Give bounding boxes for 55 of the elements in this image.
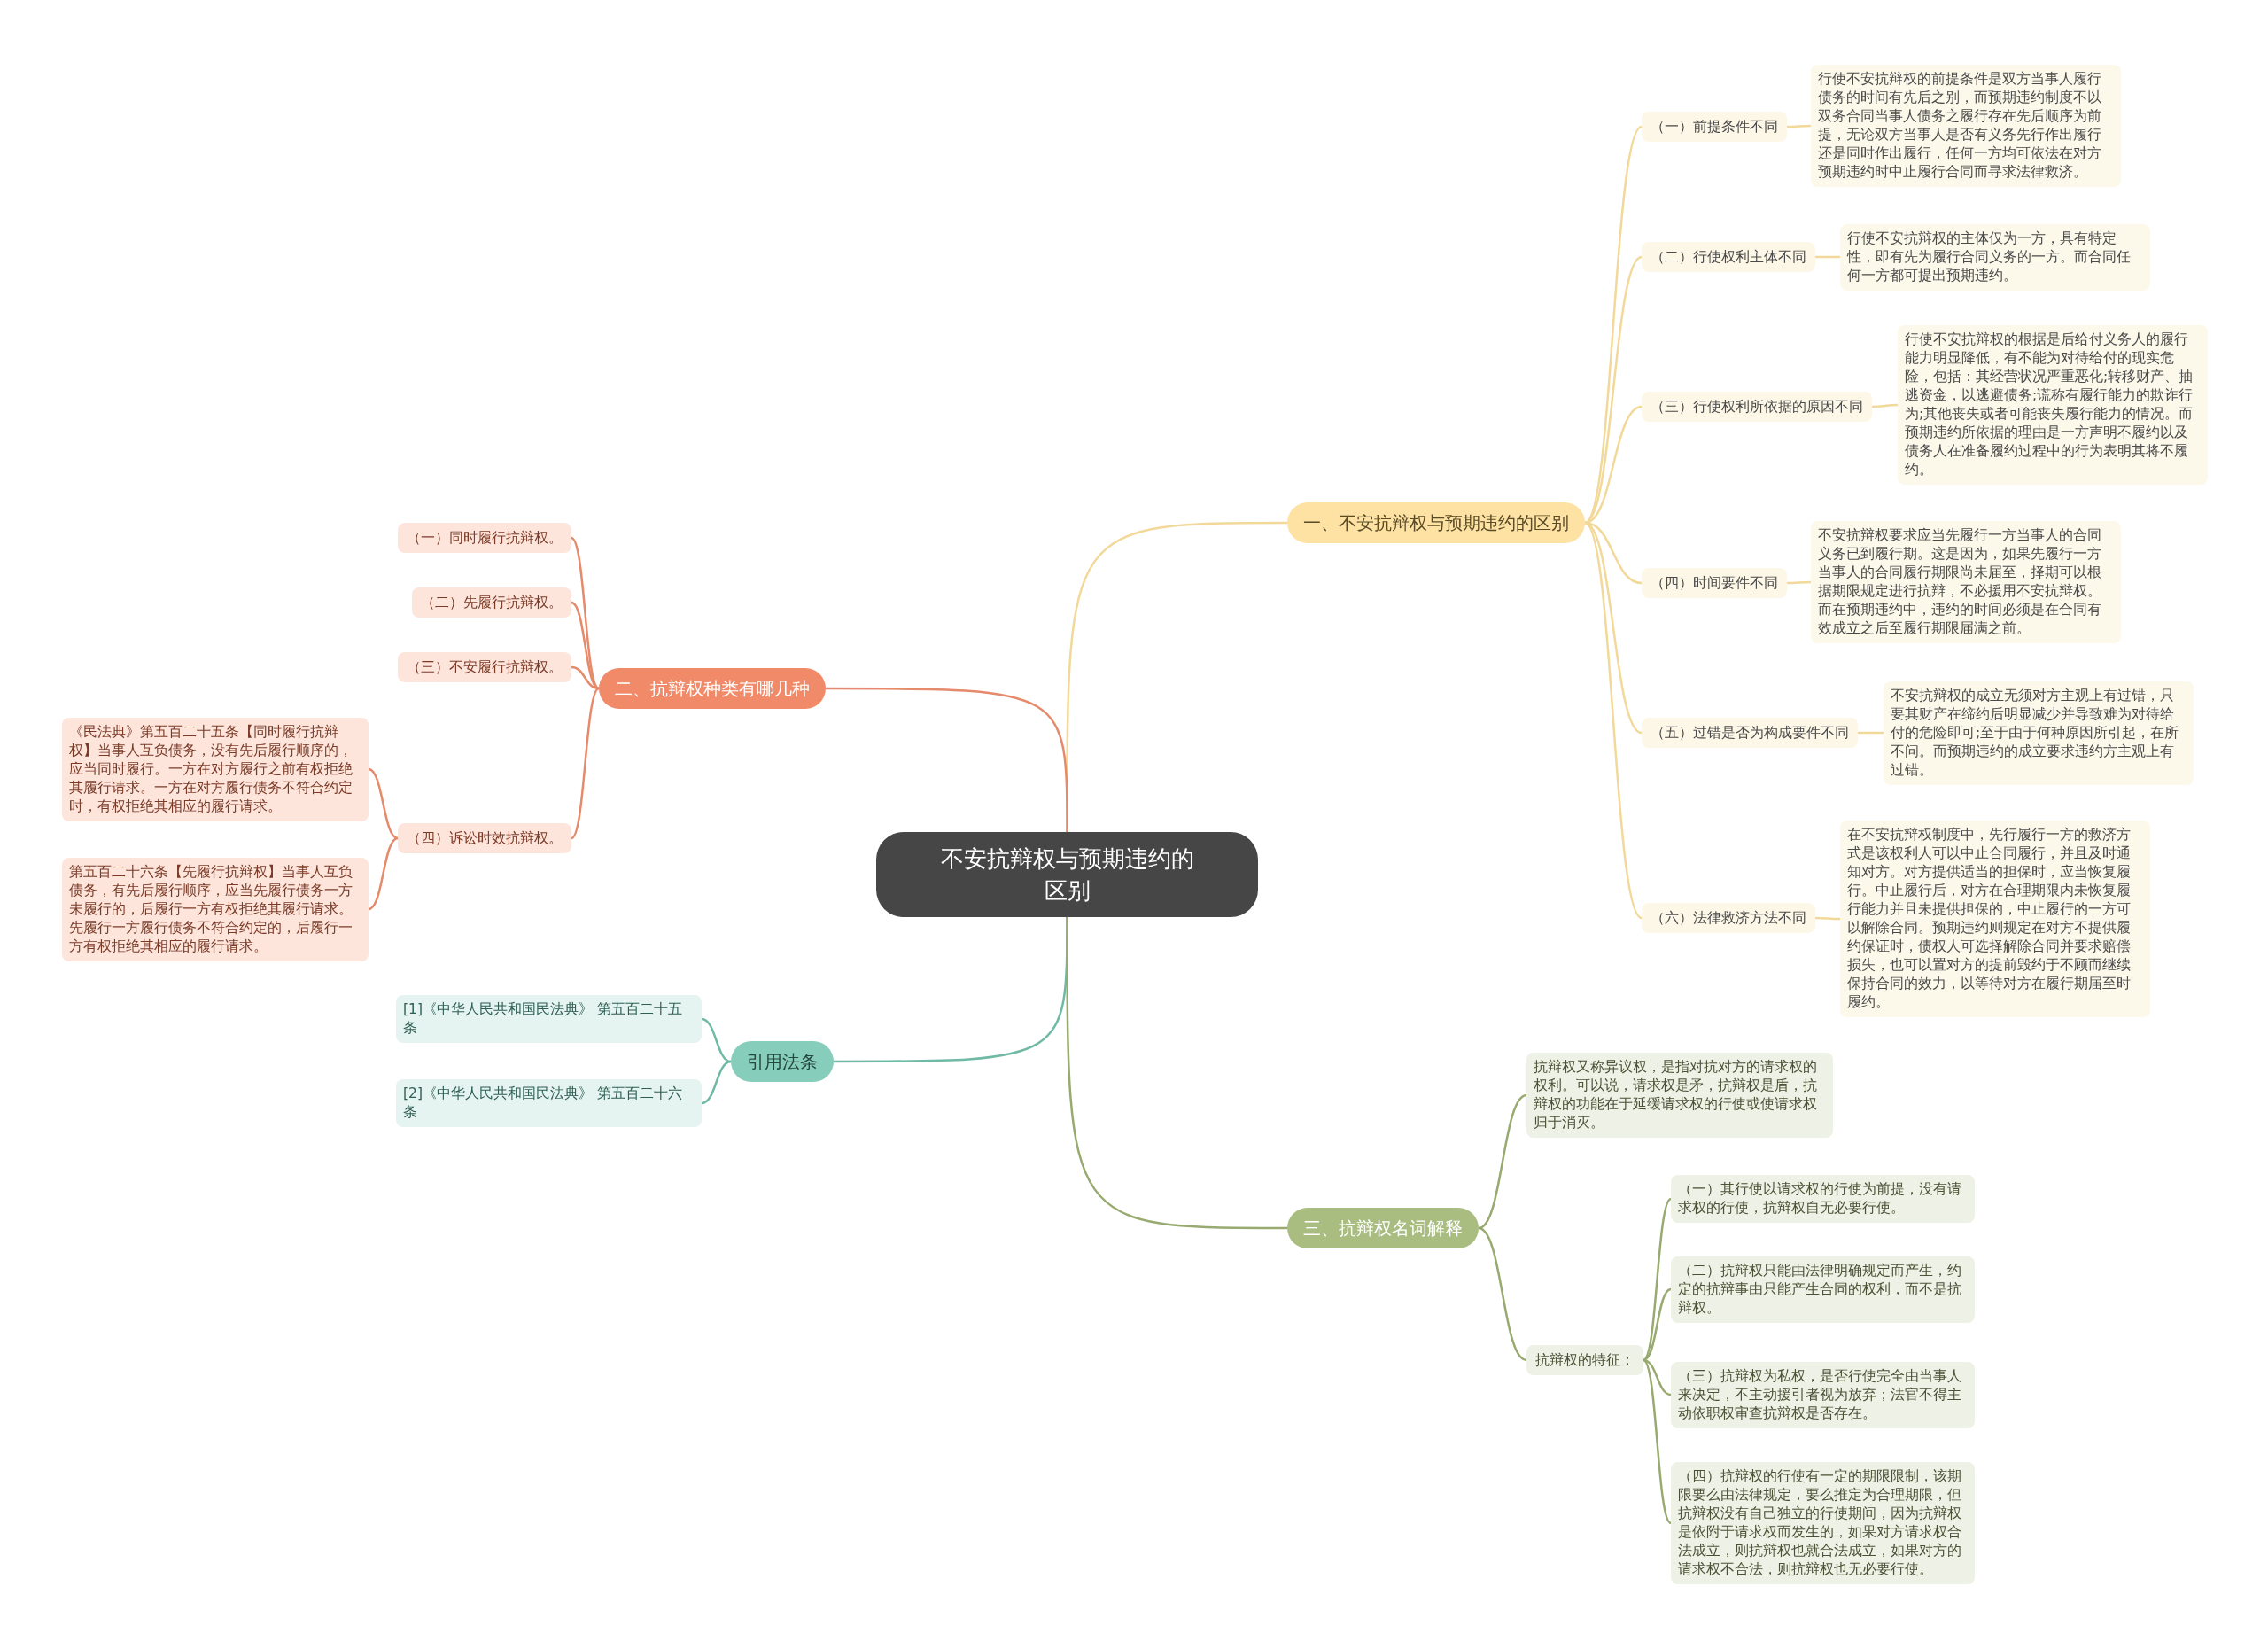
connector-line: [1584, 521, 1643, 735]
connector-line: [1643, 1358, 1672, 1396]
subtopic-label: （四）时间要件不同: [1642, 568, 1787, 598]
detail-note: （四）抗辩权的行使有一定的期限限制，该期限要么由法律规定，要么推定为合理期限，但抗辩权没有自己独立的行使期间，因为抗辩权是依附于请求权而发生的，如果对方请求权合法成立，则抗辩权也就合法成立，如果对方的请求权不合法，则抗辩权也无必要行使。: [1671, 1462, 1975, 1584]
connector-line: [701, 1060, 732, 1105]
subtopic-label: （二）行使权利主体不同: [1642, 242, 1815, 272]
connector-line: [368, 836, 399, 911]
subtopic-label: （二）先履行抗辩权。: [412, 587, 571, 618]
connector-line: [1478, 1093, 1527, 1230]
detail-note: 行使不安抗辩权的前提条件是双方当事人履行债务的时间有先后之别，而预期违约制度不以双务合同当事人债务之履行存在先后顺序为前提，无论双方当事人是否有义务先行作出履行还是同时作出履行，任何一方均可依法在对方预期违约时中止履行合同而寻求法律救济。: [1811, 65, 2121, 187]
citation-note: [1]《中华人民共和国民法典》 第五百二十五条: [396, 995, 702, 1043]
subtopic-label: （五）过错是否为构成要件不同: [1642, 718, 1858, 748]
detail-note: 在不安抗辩权制度中，先行履行一方的救济方式是该权利人可以中止合同履行，并且及时通知对方。对方提供适当的担保时，应当恢复履行。中止履行后，对方在合理期限内未恢复履行能力并且未提供担保的，中止履行的一方可以解除合同。预期违约则规定在对方不提供履约保证时，债权人可选择解除合同并要求赔偿损失，也可以置对方的提前毁约于不顾而继续保持合同的效力，以等待对方在履行期届至时履约。: [1840, 821, 2150, 1017]
subtopic-label: （四）诉讼时效抗辩权。: [398, 823, 571, 853]
detail-note: 不安抗辩权要求应当先履行一方当事人的合同义务已到履行期。这是因为，如果先履行一方当事人的合同履行期限尚未届至，择期可以根据期限规定进行抗辩，不必援用不安抗辩权。而在预期违约中，违约的时间必须是在合同有效成立之后至履行期限届满之前。: [1811, 521, 2121, 643]
detail-note: 抗辩权又称异议权，是指对抗对方的请求权的权利。可以说，请求权是矛，抗辩权是盾，抗辩权的功能在于延缓请求权的行使或使请求权归于消灭。: [1526, 1053, 1833, 1138]
detail-note: 不安抗辩权的成立无须对方主观上有过错，只要其财产在缔约后明显减少并导致难为对待给付的危险即可;至于由于何种原因所引起，在所不问。而预期违约的成立要求违约方主观上有过错。: [1884, 681, 2194, 785]
connector-line: [1787, 124, 1811, 128]
connector-line: [1584, 522, 1643, 919]
citation-note: [2]《中华人民共和国民法典》 第五百二十六条: [396, 1079, 702, 1127]
central-topic: 不安抗辩权与预期违约的区别: [876, 832, 1258, 917]
connector-line: [571, 665, 600, 690]
subtopic-label: （一）同时履行抗辩权。: [398, 523, 571, 553]
detail-note: 行使不安抗辩权的主体仅为一方，具有特定性，即有先为履行合同义务的一方。而合同任何一方都可提出预期违约。: [1840, 223, 2150, 291]
connector-line: [701, 1017, 732, 1063]
connector-line: [1872, 403, 1898, 408]
connector-line: [1066, 917, 1287, 1230]
connector-line: [1787, 580, 1811, 585]
connector-line: [1815, 255, 1840, 259]
branch-topic: 二、抗辩权种类有哪几种: [599, 668, 826, 709]
detail-note: （二）抗辩权只能由法律明确规定而产生，约定的抗辩事由只能产生合同的权利，而不是抗辩权。: [1671, 1256, 1975, 1323]
detail-note: 《民法典》第五百二十五条【同时履行抗辩权】当事人互负债务，没有先后履行顺序的，应当同时履行。一方在对方履行之前有权拒绝其履行请求。一方在对方履行债务不符合约定时，有权拒绝其相应的履行请求。: [62, 717, 369, 821]
connector-line: [1815, 916, 1840, 921]
detail-note: 第五百二十六条【先履行抗辩权】当事人互负债务，有先后履行顺序，应当先履行债务一方未履行的，后履行一方有权拒绝其履行请求。先履行一方履行债务不符合约定的，后履行一方有权拒绝其相应的履行请求。: [62, 857, 369, 961]
connector-line: [571, 688, 600, 839]
subtopic-label: 抗辩权的特征：: [1526, 1345, 1643, 1375]
connector-line: [826, 687, 1068, 832]
connector-line: [1643, 1359, 1672, 1524]
branch-topic: 一、不安抗辩权与预期违约的区别: [1287, 502, 1585, 543]
detail-note: （三）抗辩权为私权，是否行使完全由当事人来决定，不主动援引者视为放弃；法官不得主动依职权审查抗辩权是否存在。: [1671, 1361, 1975, 1428]
subtopic-label: （六）法律救济方法不同: [1642, 903, 1815, 933]
subtopic-label: （一）前提条件不同: [1642, 112, 1787, 142]
connector-line: [1643, 1287, 1672, 1362]
subtopic-label: （三）行使权利所依据的原因不同: [1642, 392, 1872, 422]
connector-line: [1584, 256, 1643, 524]
connector-line: [571, 537, 600, 689]
connector-line: [1643, 1198, 1672, 1361]
connector-line: [1478, 1226, 1527, 1362]
detail-note: （一）其行使以请求权的行使为前提，没有请求权的行使，抗辩权自无必要行使。: [1671, 1175, 1975, 1223]
connector-line: [1858, 731, 1884, 735]
subtopic-label: （三）不安履行抗辩权。: [398, 652, 571, 682]
branch-topic: 三、抗辩权名词解释: [1287, 1208, 1479, 1248]
connector-line: [368, 767, 399, 840]
branch-topic: 引用法条: [731, 1041, 834, 1082]
detail-note: 行使不安抗辩权的根据是后给付义务人的履行能力明显降低，有不能为对待给付的现实危险，包括：其经营状况严重恶化;转移财产、抽逃资金，以逃避债务;谎称有履行能力的欺诈行为;其他丧失或者可能丧失履行能力的情况。而预期违约所依据的理由是一方声明不履约以及债务人在准备履约过程中的行为表明其将不履约。: [1898, 325, 2208, 485]
